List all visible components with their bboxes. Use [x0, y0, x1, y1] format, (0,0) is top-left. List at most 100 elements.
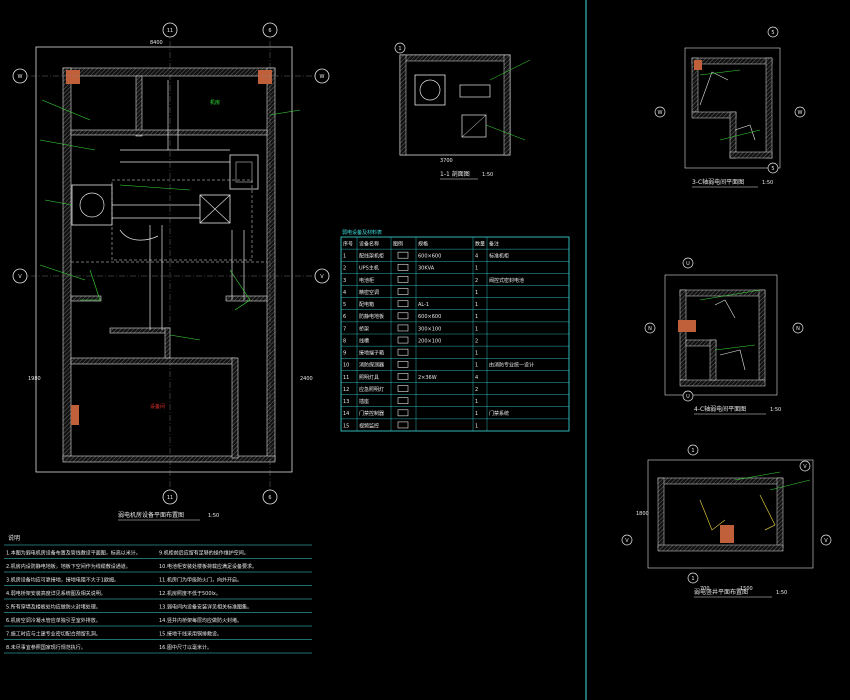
plan-b: 5 5 W W 3-C轴弱电间平面图 1:50: [654, 26, 806, 188]
notes-heading: 说明: [8, 534, 20, 542]
plan-d-scale: 1:50: [776, 590, 787, 596]
axis-label: W: [658, 110, 663, 116]
dimension-label: 3700: [440, 158, 453, 164]
legend-symbol-icon: [397, 263, 409, 271]
note-line: 7.施工时应与土建专业密切配合预留孔洞。: [6, 630, 101, 637]
axis-bubble: [799, 460, 811, 472]
axis-bubble: [644, 322, 656, 334]
axis-label: U: [686, 394, 690, 400]
axis-label: 11: [167, 495, 173, 501]
legend-cell: 2: [475, 387, 478, 393]
column-brick-tr: [258, 70, 272, 84]
legend-cell: 14: [343, 411, 349, 417]
top-wall: [62, 67, 276, 77]
legend-cell: 9: [343, 351, 346, 357]
equipment-box: [199, 194, 231, 224]
note-line: 13.弱电间内设备安装详见相关标准图集。: [159, 603, 252, 610]
note-line: 8.未尽事宜参照国家现行规范执行。: [6, 644, 86, 651]
note-line: 1.本图为弱电机房设备布置及管线敷设平面图，标高以米计。: [6, 549, 141, 556]
legend-cell: 11: [343, 375, 349, 381]
axis-label: 1: [691, 576, 694, 582]
axis-bubble-right-mid: [314, 268, 330, 284]
note-line: 6.机房空调冷凝水管应单独引至室外排放。: [6, 617, 101, 624]
axis-bubble: [792, 322, 804, 334]
plan-b-scale: 1:50: [762, 180, 773, 186]
bottom-wall: [62, 455, 276, 463]
legend-symbol-icon: [397, 373, 409, 380]
air-handling-unit: [71, 184, 113, 226]
axis-label: W: [320, 74, 325, 80]
legend-cell: 300×100: [418, 326, 441, 332]
plan-d: 1 V V V 1 1800 700 1500 弱电竖井平面布置图 1:50: [621, 444, 832, 598]
legend-symbol-icon: [397, 312, 409, 320]
axis-label: 1: [691, 448, 694, 454]
note-line: 4.弱电桥架安装高度详见系统图及相关说明。: [6, 590, 106, 597]
legend-cell: 200×100: [418, 338, 441, 344]
axis-label: V: [625, 538, 629, 544]
legend-cell: 4: [475, 254, 478, 260]
axis-bubble: [687, 572, 699, 584]
axis-label: 5: [771, 166, 774, 172]
legend-cell: AL-1: [418, 302, 429, 308]
legend-cell: 30KVA: [418, 266, 435, 272]
plan-c: U N N U 4-C轴弱电间平面图 1:50: [644, 257, 804, 415]
legend-cell: 视频监控: [359, 422, 379, 429]
axis-bubble-section: [394, 42, 406, 54]
legend-header-cell: 数量: [475, 240, 485, 247]
dimension-label: 8400: [150, 40, 163, 46]
legend-cell: 1: [475, 266, 478, 272]
legend-symbol-icon: [397, 421, 409, 429]
legend-cell: 7: [343, 326, 346, 332]
legend-cell: 1: [475, 290, 478, 296]
legend-header-cell: 规格: [418, 240, 428, 247]
axis-bubble: [794, 106, 806, 118]
legend-cell: 插座: [359, 398, 369, 405]
legend-symbol-icon: [397, 288, 409, 295]
section-scale: 1:50: [482, 172, 493, 178]
legend-cell: 标准机柜: [489, 253, 509, 260]
axis-bubble-left-top: [12, 68, 28, 84]
legend-cell: 精密空调: [359, 289, 379, 296]
main-plan-title: 弱电机房设备平面布置图: [118, 511, 184, 519]
legend-cell: 5: [343, 302, 346, 308]
legend-cell: 2: [475, 278, 478, 284]
legend-cell: 1: [475, 351, 478, 357]
note-line: 11.机房门为甲级防火门，向外开启。: [159, 576, 242, 583]
cabinet-box: [229, 154, 259, 190]
notes-block: 说明 1.本图为弱电机房设备布置及管线敷设平面图，标高以米计。2.机房内设防静电…: [4, 534, 312, 654]
legend-cell: 15: [343, 423, 349, 429]
legend-cell: 门禁控制器: [359, 410, 384, 417]
legend-symbol-icon: [397, 409, 409, 417]
legend-symbol-icon: [397, 385, 409, 392]
axis-bubble: [767, 162, 779, 174]
axis-label: V: [18, 274, 22, 280]
legend-cell: 2×36W: [418, 375, 437, 381]
axis-bubble: [767, 26, 779, 38]
legend-cell: 6: [343, 314, 346, 320]
axis-bubble-top-right: [262, 22, 278, 38]
legend-cell: 1: [475, 363, 478, 369]
note-line: 15.接地干线采用铜排敷设。: [159, 630, 222, 637]
axis-bubble-bottom-right: [262, 489, 278, 505]
note-line: 14.竖井内桥架每层均应做防火封堵。: [159, 617, 242, 624]
legend-cell: 13: [343, 399, 349, 405]
axis-label: V: [803, 464, 807, 470]
legend-cell: 1: [475, 326, 478, 332]
lower-room-top-wall: [70, 357, 236, 365]
axis-label: N: [648, 326, 652, 332]
note-line: 3.机房设备均应可靠接地，接地电阻不大于1欧姆。: [6, 576, 119, 583]
legend-header-cell: 备注: [489, 240, 499, 247]
plan-c-scale: 1:50: [770, 407, 781, 413]
axis-label: V: [320, 274, 324, 280]
plan-b-title: 3-C轴弱电间平面图: [692, 178, 744, 186]
axis-bubble: [621, 534, 633, 546]
green-annotations: [39, 99, 301, 341]
dimension-label: 700: [700, 586, 710, 592]
lower-room-right-wall: [231, 357, 239, 459]
legend-cell: 配线架机柜: [359, 253, 384, 260]
legend-cell: 桥架: [359, 325, 369, 332]
legend-symbol-icon: [397, 324, 409, 332]
main-plan: 11 6 11 6 W V W V 机房 设备间 8400 1980 2400 …: [12, 22, 330, 521]
legend-header-cell: 图例: [393, 240, 403, 247]
